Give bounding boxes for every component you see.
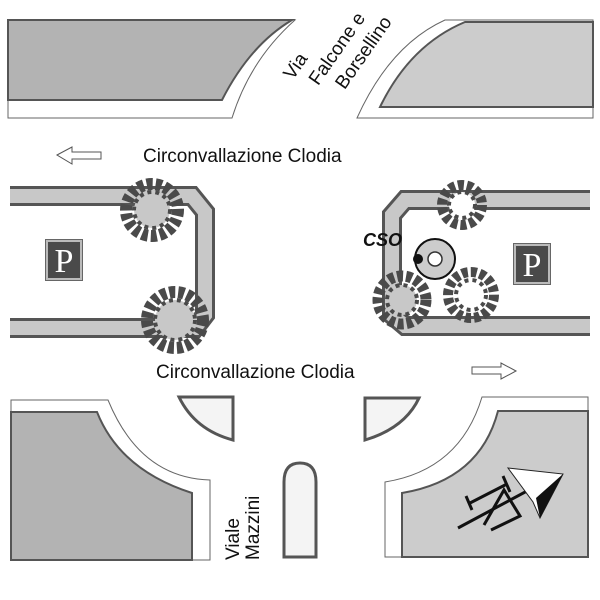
tree-icon bbox=[372, 270, 432, 330]
block-bottom-right bbox=[384, 396, 589, 558]
tree-icon bbox=[120, 178, 184, 242]
north-arrow-icon bbox=[457, 467, 564, 532]
block-top-left bbox=[7, 19, 297, 119]
station-marker-icon bbox=[413, 238, 456, 280]
street-label-line: Viale bbox=[223, 518, 244, 560]
arrow-west-icon bbox=[55, 146, 102, 165]
street-label-line: Mazzini bbox=[243, 495, 264, 560]
parking-icon: P bbox=[45, 239, 83, 281]
tree-icon bbox=[141, 286, 209, 354]
arrow-east-icon bbox=[471, 362, 518, 380]
traffic-island-center bbox=[282, 461, 318, 559]
path-right bbox=[382, 190, 590, 336]
street-label-top: Circonvallazione Clodia bbox=[143, 146, 342, 167]
traffic-island-right bbox=[363, 396, 422, 443]
traffic-island-left bbox=[176, 395, 235, 442]
street-label-bottom: Circonvallazione Clodia bbox=[156, 362, 355, 383]
block-top-right bbox=[356, 19, 594, 119]
station-label: CSO bbox=[363, 230, 403, 250]
parking-icon: P bbox=[513, 243, 551, 285]
tree-icon bbox=[437, 180, 487, 230]
block-bottom-left bbox=[10, 399, 211, 561]
tree-icon bbox=[443, 267, 499, 323]
